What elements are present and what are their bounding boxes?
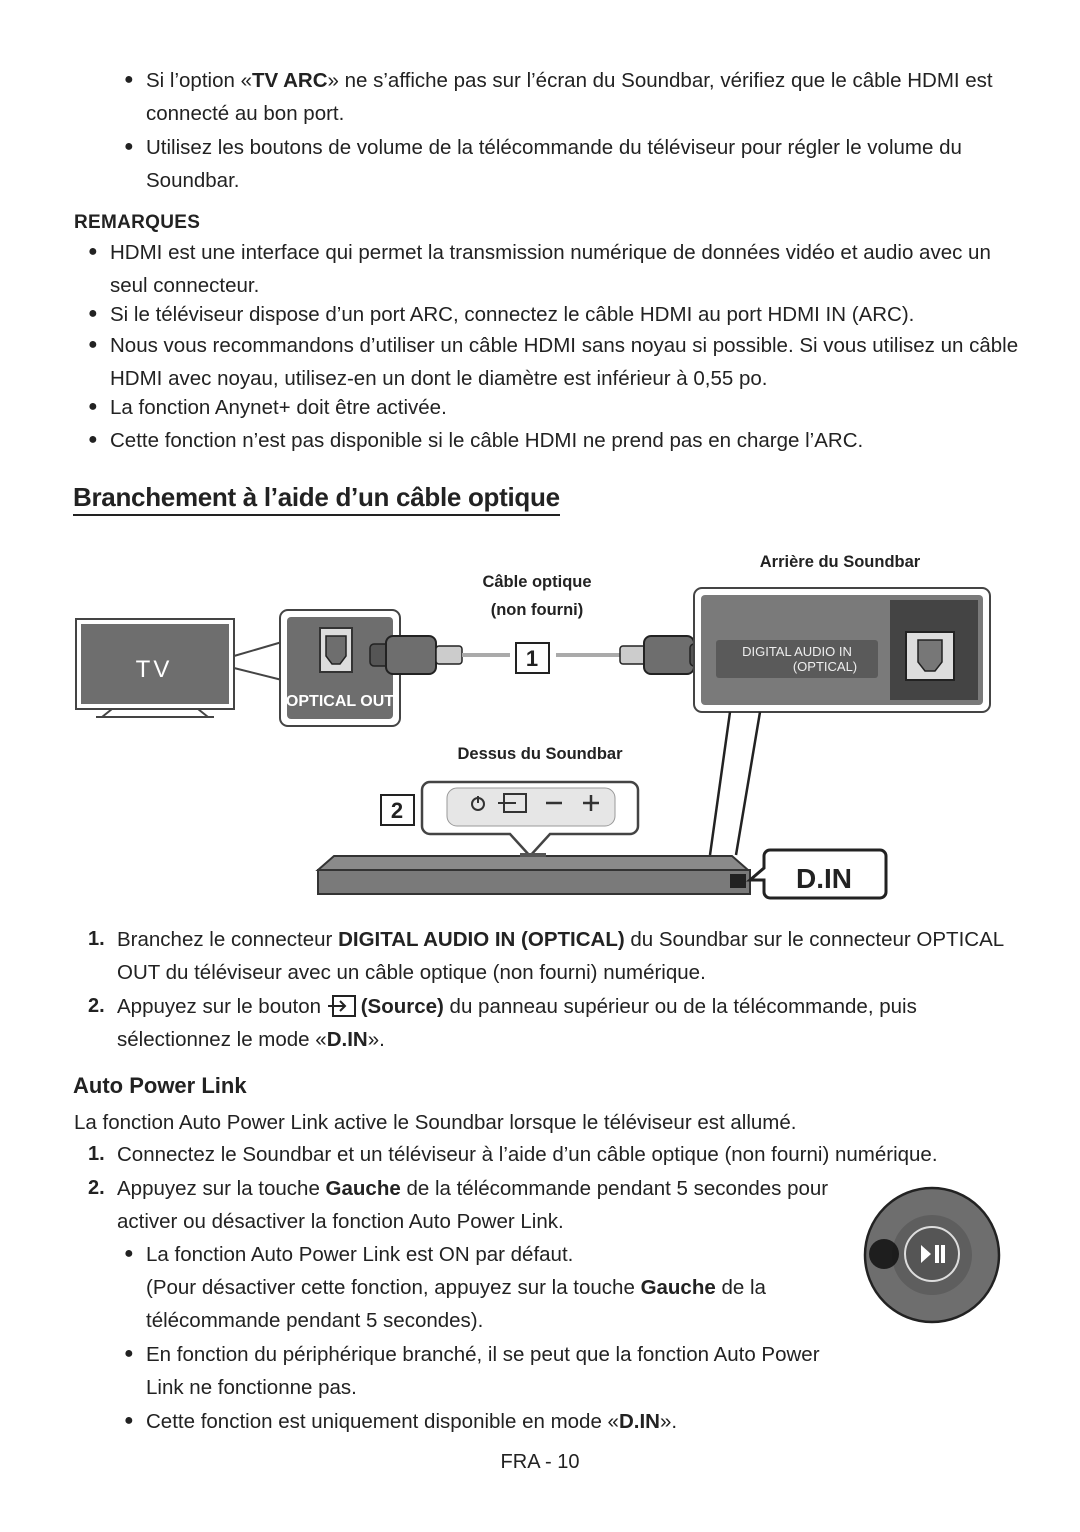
step-1-text: Branchez le connecteur DIGITAL AUDIO IN … xyxy=(117,928,1005,984)
tv-label: TV xyxy=(136,656,173,683)
bullet-icon: ● xyxy=(124,71,134,88)
step-2-text: Appuyez sur le bouton (Source) du pannea… xyxy=(117,994,917,1051)
remark-1: HDMI est une interface qui permet la tra… xyxy=(110,241,991,297)
tv-illustration: TV xyxy=(75,618,235,718)
bullet-icon: ● xyxy=(88,305,98,322)
step-number: 1. xyxy=(88,928,105,950)
bullet-icon: ● xyxy=(124,138,134,155)
connection-diagram: TV OPTICAL OUT 1 DIGITAL AUDIO IN (OPTIC… xyxy=(75,587,991,900)
soundbar-illustration xyxy=(315,853,751,895)
din-display xyxy=(745,848,888,900)
rear-label: Arrière du Soundbar xyxy=(759,553,921,571)
step-number: 2. xyxy=(88,1177,105,1199)
page-number: FRA - 10 xyxy=(500,1451,580,1473)
svg-text:1: 1 xyxy=(526,646,538,671)
remark-3: Nous vous recommandons d’utiliser un câb… xyxy=(110,334,1019,390)
remarques-title: REMARQUES xyxy=(74,212,201,233)
top-bullet-1: Si l’option «TV ARC» ne s’affiche pas su… xyxy=(146,69,993,125)
apl-bullet-2: En fonction du périphérique branché, il … xyxy=(146,1343,820,1399)
bullet-icon: ● xyxy=(124,1345,134,1362)
left-key-highlight-icon xyxy=(869,1239,899,1269)
apl-title: Auto Power Link xyxy=(73,1073,247,1098)
top-bullet-2: Utilisez les boutons de volume de la tél… xyxy=(146,136,962,192)
apl-bullet-1: La fonction Auto Power Link est ON par d… xyxy=(146,1243,766,1332)
apl-step-1: Connectez le Soundbar et un téléviseur à… xyxy=(117,1143,938,1166)
soundbar-top-panel xyxy=(420,780,640,858)
remark-4: La fonction Anynet+ doit être activée. xyxy=(110,396,447,419)
svg-text:(OPTICAL): (OPTICAL) xyxy=(793,659,857,674)
bullet-icon: ● xyxy=(88,336,98,353)
digital-audio-in-label: DIGITAL AUDIO IN xyxy=(742,644,852,659)
bullet-icon: ● xyxy=(124,1412,134,1429)
bullet-icon: ● xyxy=(88,398,98,415)
optical-out-label: OPTICAL OUT xyxy=(286,693,394,710)
svg-text:2: 2 xyxy=(391,798,403,823)
apl-bullet-3: Cette fonction est uniquement disponible… xyxy=(146,1410,678,1433)
optical-out-panel: OPTICAL OUT xyxy=(279,609,401,727)
bullet-icon: ● xyxy=(88,243,98,260)
bullet-icon: ● xyxy=(124,1245,134,1262)
soundbar-rear-panel: DIGITAL AUDIO IN (OPTICAL) xyxy=(693,587,991,713)
bullet-icon: ● xyxy=(88,431,98,448)
section-title: Branchement à l’aide d’un câble optique xyxy=(73,482,560,516)
step-1-marker xyxy=(515,642,550,674)
top-label: Dessus du Soundbar xyxy=(457,745,623,763)
apl-step-2: Appuyez sur la touche Gauche de la téléc… xyxy=(117,1177,829,1233)
step-number: 1. xyxy=(88,1143,105,1165)
remote-button-illustration xyxy=(863,1186,1001,1324)
source-icon xyxy=(327,994,357,1017)
play-pause-icon xyxy=(904,1226,960,1282)
remark-5: Cette fonction n’est pas disponible si l… xyxy=(110,429,864,452)
apl-intro: La fonction Auto Power Link active le So… xyxy=(74,1111,797,1134)
cable-label: Câble optique(non fourni) xyxy=(482,573,592,619)
optical-plug-left xyxy=(369,635,463,675)
remark-2: Si le téléviseur dispose d’un port ARC, … xyxy=(110,303,915,326)
step-number: 2. xyxy=(88,995,105,1017)
step-2-marker xyxy=(380,794,415,826)
svg-text:D.IN: D.IN xyxy=(796,863,852,894)
